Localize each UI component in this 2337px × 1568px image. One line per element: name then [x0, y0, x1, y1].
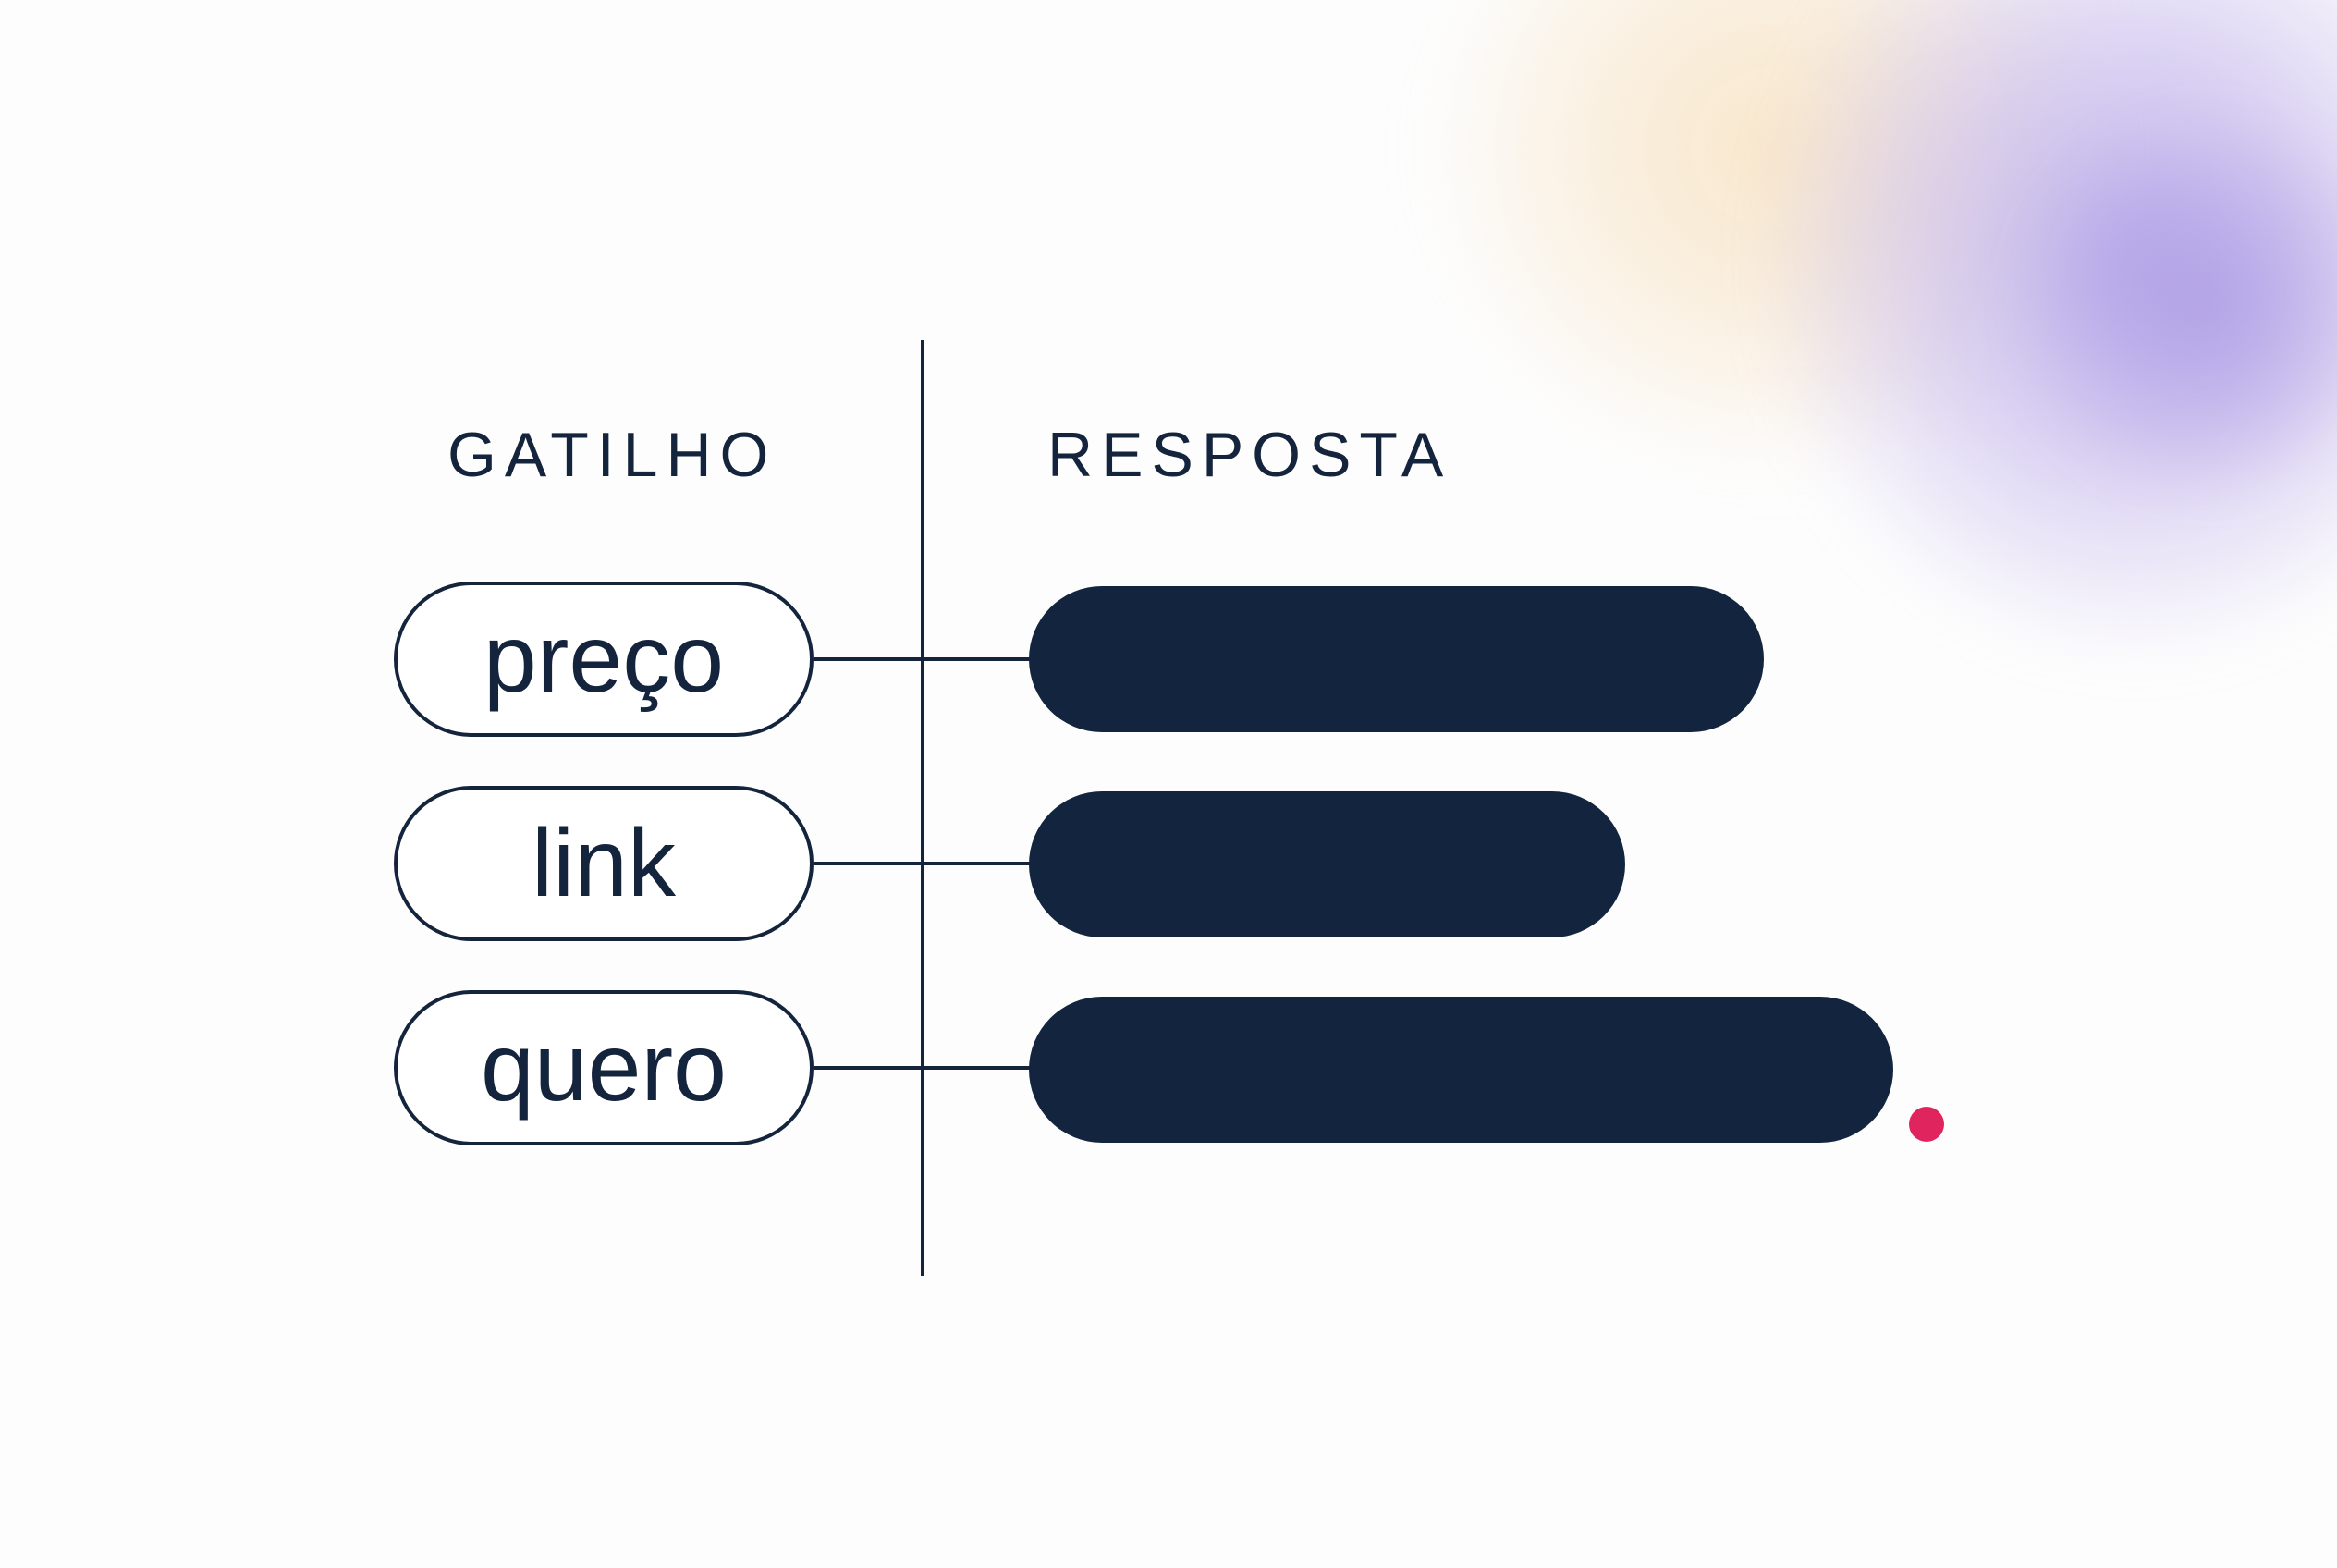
response-bar	[1029, 586, 1764, 732]
watercolor-wash-peach	[1424, 0, 2126, 481]
response-bar	[1029, 997, 1893, 1143]
row-connector	[814, 862, 1032, 865]
accent-dot	[1909, 1107, 1944, 1142]
trigger-pill: preço	[394, 582, 814, 737]
trigger-pill: quero	[394, 990, 814, 1145]
response-bar	[1029, 791, 1625, 937]
column-divider	[921, 340, 924, 1276]
trigger-pill: link	[394, 786, 814, 941]
trigger-column-header: GATILHO	[447, 420, 777, 490]
response-column-header: RESPOSTA	[1047, 420, 1452, 490]
row-connector	[814, 657, 1032, 661]
row-connector	[814, 1066, 1032, 1070]
watercolor-wash-lilac	[1756, 0, 2337, 666]
watercolor-wash-lilac-core	[2015, 111, 2337, 499]
